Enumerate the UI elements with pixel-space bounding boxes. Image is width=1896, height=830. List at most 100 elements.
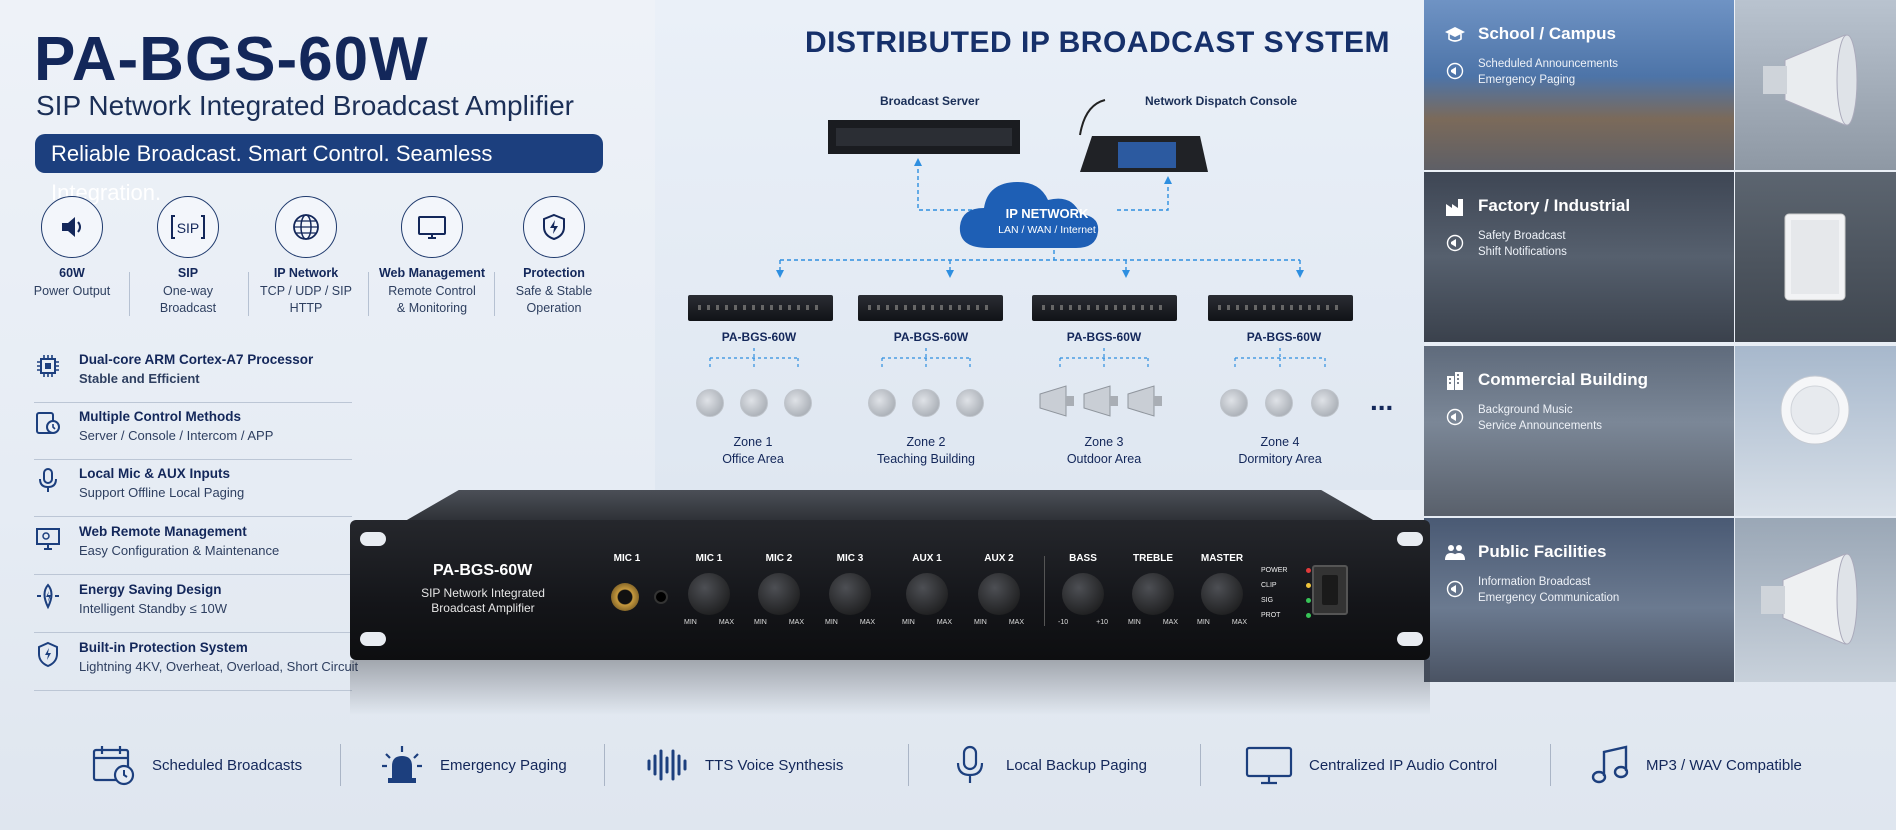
broadcast-icon — [1446, 62, 1464, 80]
spec-item: Multiple Control Methods Server / Consol… — [34, 409, 354, 467]
network-diagram — [709, 99, 1326, 368]
volume-knob[interactable] — [1201, 573, 1243, 615]
knob-max: MAX — [788, 619, 804, 626]
bottom-feature-label: Centralized IP Audio Control — [1309, 756, 1498, 774]
alarm-light-icon — [382, 746, 422, 783]
more-zones-ellipsis: ... — [1370, 385, 1394, 416]
knob-max: MAX — [1231, 619, 1247, 626]
spec-sub: Support Offline Local Paging — [79, 485, 245, 500]
diagram-title: DISTRIBUTED IP BROADCAST SYSTEM — [805, 26, 1390, 59]
knob-max: MAX — [1008, 619, 1024, 626]
volume-knob[interactable] — [829, 573, 871, 615]
application-title: School / Campus — [1478, 24, 1616, 43]
speaker-icon — [41, 196, 103, 258]
spec-title: Multiple Control Methods — [79, 409, 241, 424]
divider — [1550, 744, 1551, 786]
divider — [34, 632, 352, 633]
volume-knob[interactable] — [758, 573, 800, 615]
spec-title: Web Remote Management — [79, 524, 247, 539]
application-line: Shift Notifications — [1478, 246, 1567, 258]
device-model: PA-BGS-60W — [433, 562, 533, 579]
broadcast-icon — [1446, 234, 1464, 252]
factory-icon — [1446, 199, 1463, 216]
led-label: SIG — [1261, 597, 1274, 604]
application-line: Emergency Paging — [1478, 74, 1576, 86]
mall-photo — [1424, 346, 1734, 516]
rack-mount-slot — [1397, 532, 1423, 546]
status-led: POWER — [1261, 567, 1311, 574]
microphone-icon — [956, 745, 984, 783]
ceiling-speaker — [784, 389, 812, 417]
knob-label: AUX 1 — [912, 553, 942, 564]
application-title: Commercial Building — [1478, 370, 1649, 389]
ceiling-speaker — [740, 389, 768, 417]
spec-item: Built-in Protection System Lightning 4KV… — [34, 640, 364, 698]
feature-line: Broadcast — [159, 301, 217, 315]
bottom-feature-label: Scheduled Broadcasts — [152, 756, 303, 774]
bottom-feature: Local Backup Paging — [950, 742, 1147, 788]
mic-jack-label: MIC 1 — [613, 553, 641, 564]
bottom-feature: Scheduled Broadcasts — [92, 742, 302, 788]
amplifier-unit — [1032, 295, 1177, 321]
application-title: Public Facilities — [1478, 542, 1607, 561]
ip-network-label: IP NETWORK LAN / WAN / Internet — [992, 206, 1102, 236]
volume-knob[interactable] — [906, 573, 948, 615]
zone-name: Zone 3 — [1084, 435, 1124, 449]
zone-name: Zone 1 — [733, 435, 773, 449]
feature-line: & Monitoring — [396, 301, 468, 315]
bottom-feature: MP3 / WAV Compatible — [1590, 742, 1802, 788]
waveform-icon — [647, 749, 687, 781]
led-label: PROT — [1261, 612, 1281, 619]
status-led: CLIP — [1261, 582, 1311, 589]
spec-sub: Easy Configuration & Maintenance — [79, 543, 280, 558]
cpu-icon — [37, 355, 59, 377]
ceiling-speaker — [912, 389, 940, 417]
terminal-photo — [1424, 518, 1734, 682]
knob-label: AUX 2 — [984, 553, 1014, 564]
zone-area: Outdoor Area — [1066, 452, 1142, 466]
knob-label: MASTER — [1200, 553, 1244, 564]
volume-knob[interactable] — [688, 573, 730, 615]
application-public: Public Facilities Information Broadcast … — [1424, 518, 1734, 682]
spec-sub: Intelligent Standby ≤ 10W — [79, 601, 228, 616]
horn-speaker — [1127, 385, 1162, 417]
knob-max: MAX — [1162, 619, 1178, 626]
led-indicator — [1306, 568, 1311, 573]
application-line: Information Broadcast — [1478, 576, 1591, 588]
ceiling-speaker — [696, 389, 724, 417]
control-icon — [36, 412, 60, 434]
mic-jack[interactable] — [611, 583, 639, 611]
application-line: Background Music — [1478, 404, 1573, 416]
knob-min: MIN — [1128, 619, 1141, 626]
knob-scale: MIN MAX — [1128, 619, 1178, 626]
divider — [129, 272, 130, 316]
device-reflection — [350, 660, 1430, 715]
knob-max: MAX — [718, 619, 734, 626]
broadcast-icon — [1446, 580, 1464, 598]
music-note-icon — [1591, 745, 1629, 784]
volume-knob[interactable] — [978, 573, 1020, 615]
volume-knob[interactable] — [1132, 573, 1174, 615]
volume-knob[interactable] — [1062, 573, 1104, 615]
feature-title: Protection — [523, 266, 585, 280]
ip-network-cloud — [959, 182, 1099, 248]
unit-label: PA-BGS-60W — [1246, 330, 1322, 344]
bottom-feature-label: MP3 / WAV Compatible — [1646, 756, 1802, 774]
ceiling-speaker — [956, 389, 984, 417]
power-switch[interactable] — [1312, 565, 1348, 615]
ceiling-speaker — [868, 389, 896, 417]
led-label: CLIP — [1261, 582, 1277, 589]
zone-line — [1234, 348, 1326, 368]
product-subtitle: SIP Network Integrated Broadcast Amplifi… — [36, 90, 574, 121]
console-label: Network Dispatch Console — [1145, 94, 1298, 108]
application-school: School / Campus Scheduled Announcements … — [1424, 0, 1734, 170]
application-line: Service Announcements — [1478, 420, 1603, 432]
feature-title: IP Network — [273, 266, 339, 280]
bottom-feature-label: Emergency Paging — [440, 756, 567, 774]
divider — [34, 690, 352, 691]
zone-name: Zone 4 — [1260, 435, 1300, 449]
